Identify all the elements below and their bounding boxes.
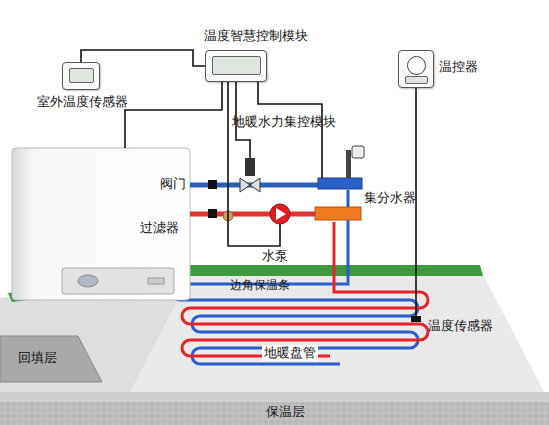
part-label: 阀门 bbox=[160, 176, 186, 192]
part-label: 水泵 bbox=[262, 248, 288, 264]
part-label: 过滤器 bbox=[140, 220, 179, 236]
device-box: 室外温度传感器 bbox=[62, 62, 100, 90]
display-screen bbox=[212, 56, 261, 75]
backfill-layer bbox=[0, 336, 102, 382]
pipe-fitting bbox=[208, 209, 217, 218]
valve-actuator bbox=[245, 158, 255, 176]
boiler-logo bbox=[78, 275, 98, 287]
manifold-blue bbox=[318, 178, 362, 189]
thermostat-dial bbox=[407, 56, 426, 75]
part-label: 边角保温条 bbox=[230, 277, 290, 293]
part-label: 保温层 bbox=[266, 404, 305, 420]
boiler bbox=[12, 148, 190, 300]
insulation-layer bbox=[0, 402, 549, 425]
device-box: 温控器 bbox=[398, 50, 434, 88]
boiler-badge bbox=[148, 278, 164, 284]
part-label: 地暖水力集控模块 bbox=[232, 114, 336, 130]
boiler-panel bbox=[62, 268, 174, 294]
part-label: 集分水器 bbox=[364, 190, 416, 206]
pump-symbol bbox=[270, 204, 290, 224]
device-label: 室外温度传感器 bbox=[11, 94, 153, 110]
signal-wire bbox=[81, 50, 205, 66]
display-screen bbox=[69, 68, 94, 83]
manifold-gauge-head bbox=[352, 146, 364, 158]
blue-coil bbox=[172, 190, 418, 364]
edge-strip bbox=[190, 265, 483, 276]
pump-arrow bbox=[276, 208, 286, 220]
manifold-gauge bbox=[346, 150, 351, 178]
part-label: 回填层 bbox=[18, 350, 57, 366]
part-label: 温度传感器 bbox=[428, 318, 493, 334]
slab-edge bbox=[0, 392, 549, 402]
control-wire bbox=[258, 82, 322, 178]
floor-sensor bbox=[411, 316, 421, 322]
control-wire bbox=[228, 82, 280, 246]
device-label: 温控器 bbox=[439, 59, 478, 75]
pipe-fitting bbox=[208, 180, 217, 189]
red-coil bbox=[182, 222, 428, 356]
display-screen bbox=[405, 76, 428, 84]
part-label: 地暖盘管 bbox=[262, 345, 318, 361]
device-box: 温度智慧控制模块 bbox=[205, 50, 267, 82]
manifold-orange bbox=[315, 207, 361, 220]
control-wire bbox=[125, 82, 222, 148]
device-label: 温度智慧控制模块 bbox=[204, 28, 308, 44]
valve-symbol bbox=[240, 178, 260, 192]
